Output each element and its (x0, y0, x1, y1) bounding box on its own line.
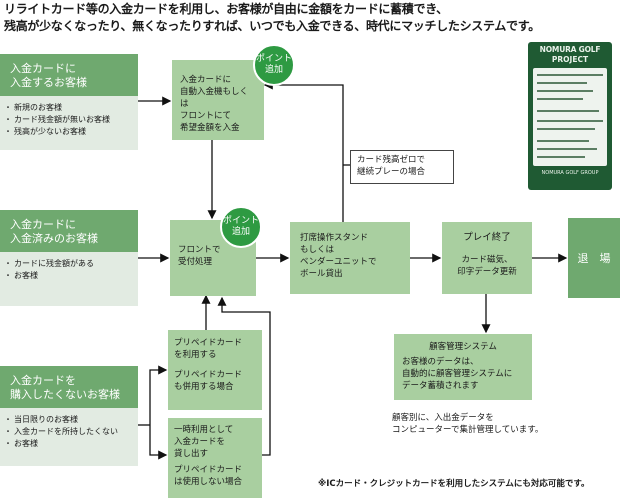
point-add-badge-2-line-2: 追加 (231, 227, 250, 237)
point-add-badge-2-line-1: ポイント (222, 216, 259, 226)
point-add-badge-2: ポイント 追加 (220, 206, 262, 248)
zero-balance-line-1: カード残高ゼロで (357, 155, 426, 165)
customer-no-purchase-title-line-2: 購入したくないお客様 (10, 388, 120, 401)
front-line-2: 受付処理 (178, 257, 213, 267)
header-text: リライトカード等の入金カードを利用し、お客様が自由に金額をカードに蓄積でき、 残… (4, 1, 616, 35)
temp-use-line-2: 入金カードを (174, 437, 226, 447)
card-brand-line-2: PROJECT (551, 55, 589, 64)
play-end-title: プレイ終了 (463, 232, 511, 243)
list-item-cont: お客様 (4, 270, 132, 282)
list-item: カードに残金額がある (4, 258, 132, 270)
list-item: カード残金額が無いお客様 (4, 114, 132, 126)
deposit-machine-line-3: フロントにて (180, 111, 232, 121)
mgmt-note-line-1: 顧客別に、入出金データを (392, 413, 494, 423)
customer-deposited-list: カードに残金額がある お客様 (0, 252, 138, 306)
customer-deposited-title: 入金カードに 入金済みのお客様 (0, 210, 138, 252)
customer-no-purchase-title: 入金カードを 購入したくないお客様 (0, 366, 138, 408)
list-item: 入金カードを所持したくない (4, 426, 132, 438)
stand-line-1: 打席操作スタンド (300, 233, 369, 243)
prepaid-use-box: プリペイドカード を利用する プリペイドカード も併用する場合 (168, 330, 262, 410)
customer-mgmt-desc-line-2: 自動的に顧客管理システムに (402, 369, 513, 379)
stand-line-2: もしくは (300, 245, 335, 255)
customer-mgmt-desc-line-3: データ蓄積されます (402, 381, 479, 391)
play-end-box: プレイ終了 カード磁気、 印字データ更新 (442, 222, 532, 294)
deposit-machine-box: 入金カードに 自動入金機もしくは フロントにて 希望金額を入金 (172, 60, 264, 140)
point-add-badge-1-line-1: ポイント (255, 54, 292, 64)
customer-no-purchase-list: 当日限りのお客様 入金カードを所持したくない お客様 (0, 408, 138, 466)
mgmt-note-line-2: コンピューターで集計管理しています。 (392, 425, 544, 435)
exit-box: 退 場 (568, 218, 620, 298)
deposit-machine-line-1: 入金カードに (180, 75, 232, 85)
customer-mgmt-desc-line-1: お客様のデータは、 (402, 357, 479, 367)
card-brand-line-1: NOMURA GOLF (539, 45, 601, 54)
list-item: 新規のお客様 (4, 102, 132, 114)
play-end-desc-line-1: カード磁気、 (461, 255, 513, 265)
play-end-desc-line-2: 印字データ更新 (457, 267, 517, 277)
temp-use-sub-line-2: は使用しない場合 (174, 477, 243, 487)
customer-deposit-title: 入金カードに 入金するお客様 (0, 54, 138, 96)
mgmt-note: 顧客別に、入出金データを コンピューターで集計管理しています。 (392, 412, 602, 436)
point-add-badge-1-line-2: 追加 (264, 65, 283, 75)
list-item: 残高が少ないお客様 (4, 126, 132, 138)
card-print-area (533, 68, 607, 166)
zero-balance-line-2: 継続プレーの場合 (357, 167, 426, 177)
prepaid-card-image: NOMURA GOLF PROJECT NOMURA GOLF GROUP (528, 42, 612, 190)
exit-label: 退 場 (577, 252, 611, 265)
list-item: 当日限りのお客様 (4, 414, 132, 426)
customer-deposited-title-line-1: 入金カードに (10, 218, 76, 231)
point-add-badge-1: ポイント 追加 (253, 44, 295, 86)
customer-mgmt-box: 顧客管理システム お客様のデータは、 自動的に顧客管理システムに データ蓄積され… (394, 334, 532, 400)
stand-line-4: ボール貸出 (300, 269, 343, 279)
temp-use-sub-line-1: プリペイドカード (174, 465, 243, 475)
customer-mgmt-title: 顧客管理システム (429, 342, 497, 352)
prepaid-use-line-1: プリペイドカード (174, 338, 243, 348)
zero-balance-box: カード残高ゼロで 継続プレーの場合 (350, 150, 454, 184)
stand-box: 打席操作スタンド もしくは ベンダーユニットで ボール貸出 (290, 222, 410, 294)
list-item-cont: お客様 (4, 438, 132, 450)
header-line-1: リライトカード等の入金カードを利用し、お客様が自由に金額をカードに蓄積でき、 (4, 2, 448, 16)
deposit-machine-line-4: 希望金額を入金 (180, 123, 240, 133)
card-footer: NOMURA GOLF GROUP (541, 170, 599, 176)
temp-use-line-3: 貸し出す (174, 449, 209, 459)
customer-no-purchase-title-line-1: 入金カードを (10, 374, 76, 387)
temp-use-line-1: 一時利用として (174, 425, 234, 435)
customer-deposit-title-line-1: 入金カードに (10, 62, 76, 75)
prepaid-use-sub-line-1: プリペイドカード (174, 370, 243, 380)
customer-deposited-title-line-2: 入金済みのお客様 (10, 232, 98, 245)
header-line-2: 残高が少なくなったり、無くなったりすれば、いつでも入金できる、時代にマッチしたシ… (4, 19, 540, 33)
temp-use-box: 一時利用として 入金カードを 貸し出す プリペイドカード は使用しない場合 (168, 418, 262, 498)
customer-deposit-title-line-2: 入金するお客様 (10, 76, 87, 89)
deposit-machine-line-2: 自動入金機もしくは (180, 87, 249, 109)
stand-line-3: ベンダーユニットで (300, 257, 377, 267)
front-line-1: フロントで (178, 245, 221, 255)
prepaid-use-sub-line-2: も併用する場合 (174, 382, 234, 392)
prepaid-use-line-2: を利用する (174, 350, 217, 360)
footer-note: ※ICカード・クレジットカードを利用したシステムにも対応可能です。 (318, 479, 590, 489)
customer-deposit-list: 新規のお客様 カード残金額が無いお客様 残高が少ないお客様 (0, 96, 138, 150)
